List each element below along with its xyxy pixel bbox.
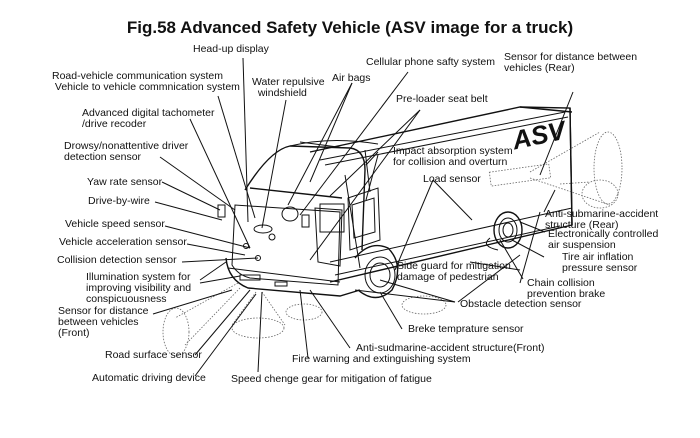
truck-cab (217, 139, 381, 297)
label-speed-change-gear: Speed chenge gear for mitigation of fati… (231, 373, 432, 385)
label-yaw-rate-sensor: Yaw rate sensor (87, 176, 163, 188)
label-tire-pressure-sensor: Tire air inflation pressure sensor (562, 251, 638, 274)
figure-title: Fig.58 Advanced Safety Vehicle (ASV imag… (126, 18, 574, 37)
leader-lines (152, 57, 574, 377)
label-head-up-display: Head-up display (193, 43, 269, 55)
label-anti-submarine-rear: Anti-submarine-accident structure (Rear) (545, 208, 659, 231)
label-sensor-distance-rear: Sensor for distance between vehicles (Re… (504, 51, 638, 74)
label-road-surface-sensor: Road surface sensor (105, 349, 202, 361)
label-automatic-driving-device: Automatic driving device (92, 372, 206, 384)
label-load-sensor: Load sensor (423, 173, 481, 185)
label-preloader-seat-belt: Pre-loader seat belt (396, 93, 488, 105)
label-impact-absorption: Impact absorption system for collision a… (393, 145, 513, 168)
label-drowsy-driver-sensor: Drowsy/nonattentive driver detection sen… (64, 140, 189, 163)
label-collision-detection-sensor: Collision detection sensor (57, 254, 177, 266)
label-obstacle-detection-sensor: Obstacle detection sensor (460, 298, 582, 310)
label-drive-by-wire: Drive-by-wire (88, 195, 150, 207)
label-road-vehicle-communication: Road-vehicle communication system Vehicl… (52, 70, 240, 93)
label-fire-warning-system: Fire warning and extinguishing system (292, 353, 471, 365)
label-anti-submarine-front: Anti-sudmarine-accident structure(Front) (356, 342, 545, 354)
label-air-suspension: Electronically controlled air suspension (548, 228, 659, 251)
label-digital-tachometer: Advanced digital tachometer /drive recod… (82, 107, 215, 130)
label-cellular-phone-safety: Cellular phone safty system (366, 56, 495, 68)
label-air-bags: Air bags (332, 72, 371, 84)
label-chain-collision-brake: Chain collision prevention brake (527, 277, 606, 300)
trailer-body (309, 106, 573, 283)
label-sensor-distance-front: Sensor for distance between vehicles (Fr… (58, 305, 149, 339)
rear-wheel (485, 211, 523, 251)
label-vehicle-speed-sensor: Vehicle speed sensor (65, 218, 165, 230)
rear-sensor-cone (488, 131, 623, 209)
label-vehicle-acceleration-sensor: Vehicle acceleration sensor (59, 236, 187, 248)
label-illumination-system: Illumination system for improving visibi… (86, 271, 192, 305)
label-brake-temperature-sensor: Breke temprature sensor (408, 323, 524, 335)
label-side-guard: Side guard for mitigation damage of pede… (397, 260, 511, 283)
label-water-repulsive-windshield: Water repulsive windshield (252, 76, 325, 99)
